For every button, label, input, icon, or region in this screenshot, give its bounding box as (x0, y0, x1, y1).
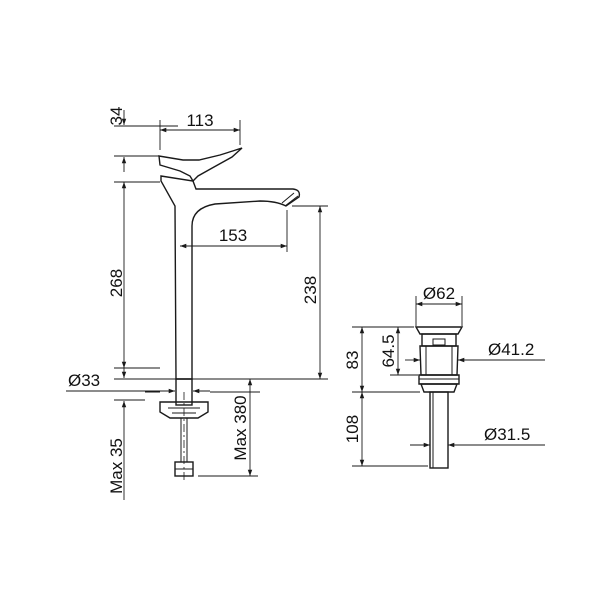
dim-label-o41-2: Ø41.2 (488, 340, 534, 359)
dim-label-238: 238 (301, 276, 320, 304)
dim-label-max380: Max 380 (231, 395, 250, 460)
faucet-body (160, 175, 301, 380)
mounting-shank (175, 378, 193, 406)
dim-label-83: 83 (343, 351, 362, 370)
waste-washer (419, 383, 459, 393)
dim-label-268: 268 (107, 269, 126, 297)
dim-label-113: 113 (186, 111, 213, 130)
dim-label-max35: Max 35 (107, 438, 126, 494)
dim-label-o31-5: Ø31.5 (484, 425, 530, 444)
dim-label-153: 153 (219, 226, 247, 245)
aerator-line (281, 192, 295, 204)
waste-tail (429, 391, 449, 469)
waste-drawing (414, 326, 464, 469)
faucet-dimensions: 34 113 268 153 238 Ø33 Max 35 (66, 107, 328, 500)
aerator-line (284, 195, 299, 207)
dim-label-o62: Ø62 (423, 284, 455, 303)
dim-label-108: 108 (343, 415, 362, 443)
dim-label-64-5: 64.5 (379, 334, 398, 367)
faucet-drawing (145, 147, 301, 480)
waste-cap (421, 333, 457, 347)
waste-flange (414, 326, 464, 335)
waste-cap-detail (432, 338, 446, 346)
dim-label-o33: Ø33 (68, 371, 100, 390)
waste-nut (418, 374, 460, 385)
waste-dimensions: Ø62 83 64.5 Ø41.2 108 Ø31.5 (343, 284, 545, 467)
dim-label-34: 34 (107, 107, 126, 126)
fixing-nut (159, 401, 209, 419)
faucet-handle (158, 147, 243, 183)
